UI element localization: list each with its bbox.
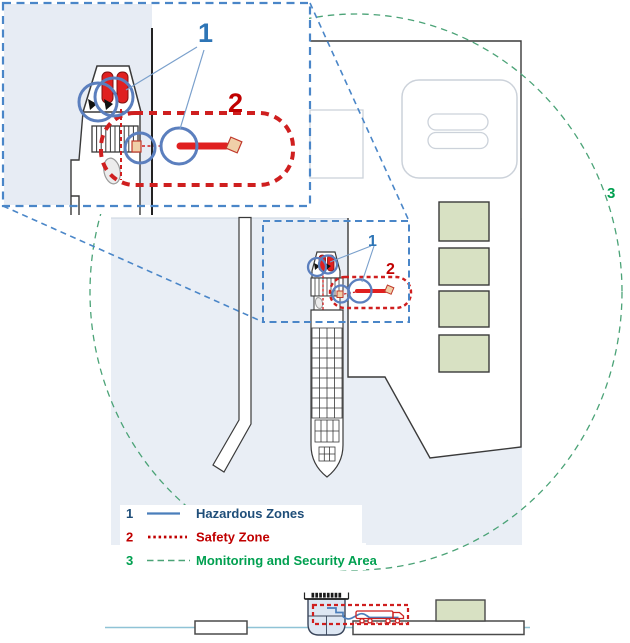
plan-hazard-circles — [306, 254, 373, 304]
inset-hazard-circle-tank1 — [77, 81, 119, 123]
legend-num-3: 3 — [126, 553, 133, 568]
building-tank-farm — [401, 79, 518, 179]
transfer-pipe — [327, 607, 399, 620]
container-grid — [311, 327, 343, 462]
safety-zone-boundary — [328, 275, 413, 310]
truck-wheel-3 — [385, 618, 391, 624]
zoom-source-rect — [262, 220, 410, 323]
inset-hazard-circle-tank2 — [93, 76, 135, 118]
plan-safety-zone — [322, 271, 413, 311]
truck-wheel-4 — [394, 618, 401, 624]
legend-label-1: Hazardous Zones — [196, 506, 304, 521]
tank-truck — [355, 610, 406, 624]
inset-frame — [1, 1, 312, 208]
inset-leader-lines — [2, 2, 410, 323]
plan-view: 1 2 — [111, 40, 522, 545]
inset-hazard-circles — [77, 76, 199, 166]
inset-manifold — [131, 140, 142, 153]
inset-label-hazard: 1 — [198, 18, 213, 48]
inset-ship — [70, 65, 142, 215]
hazard-circle-arm — [347, 278, 373, 304]
hazard-circle-tank1 — [306, 256, 328, 278]
land-outline — [310, 40, 522, 459]
warehouse-row — [438, 201, 490, 373]
arm-tip — [384, 284, 395, 295]
truck-wheel-2 — [367, 618, 373, 624]
plan-leader-lines — [329, 245, 375, 283]
manifold — [336, 290, 344, 298]
inset-arm-tip — [225, 136, 243, 154]
side-elevation-view — [105, 592, 530, 636]
plan-label-safety: 2 — [386, 261, 395, 278]
warehouse-section — [435, 599, 486, 622]
building-small — [309, 109, 364, 179]
legend-label-2: Safety Zone — [196, 530, 270, 545]
inset-hazard-circle-manifold — [123, 131, 157, 165]
inset-safety-zone — [99, 109, 295, 187]
deck-feature — [314, 297, 324, 309]
legend-row-hazardous: 1 Hazardous Zones — [126, 506, 304, 521]
plan-label-hazard: 1 — [368, 233, 377, 250]
pier — [212, 216, 252, 473]
hazard-circle-tank2 — [317, 254, 339, 275]
inset-cargo-tank-2 — [116, 71, 129, 104]
warehouse-2 — [438, 247, 490, 286]
inset-vent-arrow-2 — [104, 99, 113, 110]
inset-safety-boundary — [99, 111, 295, 187]
legend: 1 Hazardous Zones 2 Safety Zone 3 Monito… — [120, 505, 378, 570]
legend-row-monitoring: 3 Monitoring and Security Area — [126, 553, 378, 568]
inset-label-safety: 2 — [228, 88, 243, 118]
ship-section — [303, 592, 350, 636]
pontoon — [194, 620, 248, 635]
legend-label-3: Monitoring and Security Area — [196, 553, 378, 568]
warehouse-3 — [438, 290, 490, 328]
legend-bg-row3 — [120, 543, 366, 570]
inset-panel: 1 2 — [1, 1, 312, 215]
legend-num-1: 1 — [126, 506, 133, 521]
plan-label-monitoring: 3 — [607, 185, 615, 202]
side-safety-zone — [311, 603, 410, 626]
ship-section-internal — [308, 615, 345, 635]
warehouse-1 — [438, 201, 490, 242]
inset-hazard-circle-arm — [159, 126, 199, 166]
inset-vent-arrow-1 — [88, 99, 97, 110]
legend-num-2: 2 — [126, 530, 133, 545]
truck-wheel-1 — [359, 618, 365, 624]
legend-row-safety: 2 Safety Zone — [126, 530, 270, 545]
vent-arrow-1 — [314, 263, 320, 270]
warehouse-4 — [438, 334, 490, 373]
deck-container-row — [311, 592, 342, 598]
ship-deck-posts — [303, 592, 350, 599]
truck-cab — [392, 611, 405, 620]
inset-leader-thin — [125, 46, 205, 130]
